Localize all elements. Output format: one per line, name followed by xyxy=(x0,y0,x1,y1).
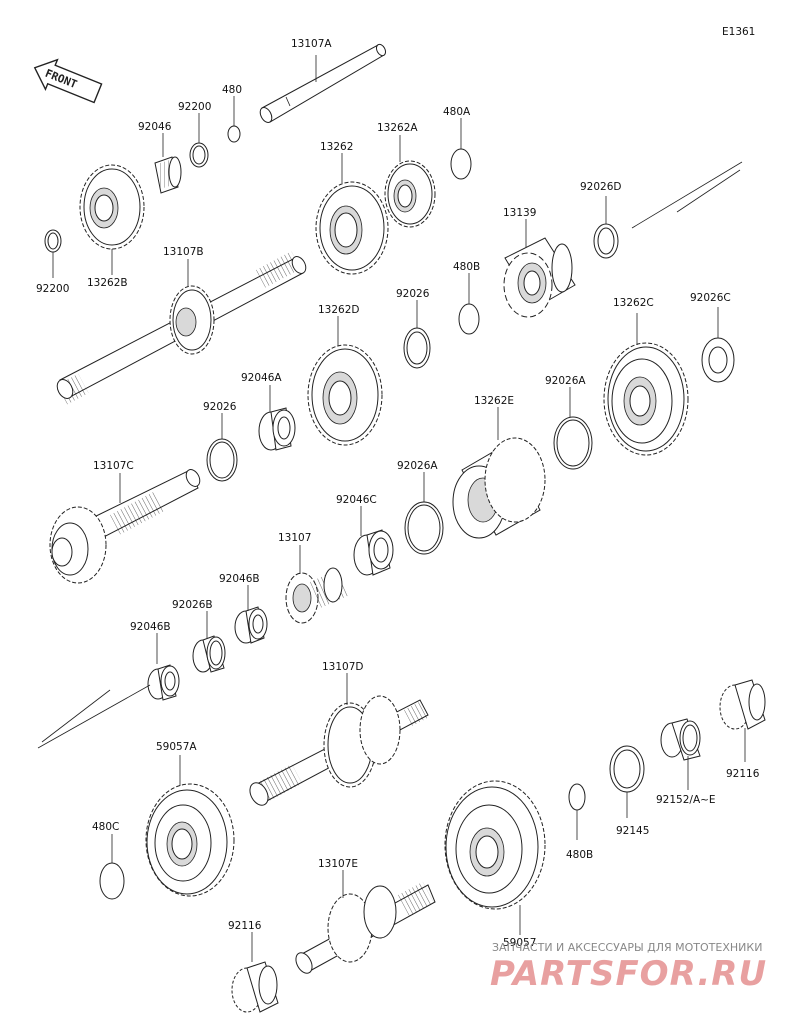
label-13107A: 13107A xyxy=(291,38,332,50)
shaft-13107A xyxy=(259,43,387,123)
washer-92200-top xyxy=(189,142,209,168)
label-92145: 92145 xyxy=(616,825,649,837)
bearing-92116-right xyxy=(719,679,766,730)
gear-13262D xyxy=(307,344,383,446)
gear-59057 xyxy=(444,780,546,910)
label-92046C: 92046C xyxy=(336,494,377,506)
circlip-480 xyxy=(227,125,241,143)
circlip-480B-top xyxy=(458,303,480,335)
label-480-top: 480 xyxy=(222,84,242,96)
part-13139 xyxy=(503,237,576,318)
circlip-480B-bottom xyxy=(568,783,586,811)
label-92026-mid: 92026 xyxy=(396,288,430,300)
shaft-13107E xyxy=(295,881,436,974)
label-13107: 13107 xyxy=(278,532,311,544)
label-92026C: 92026C xyxy=(690,292,731,304)
label-13139: 13139 xyxy=(503,207,536,219)
washer-92026-left xyxy=(206,438,238,482)
label-13262C: 13262C xyxy=(613,297,654,309)
washer-92145 xyxy=(609,745,645,793)
label-13107E: 13107E xyxy=(318,858,358,870)
watermark-brand: PARTSFOR.RU xyxy=(490,954,767,994)
washer-92026-mid xyxy=(403,327,431,369)
gear-13262B xyxy=(79,164,145,250)
shaft-13107B xyxy=(56,251,307,405)
shim-92152 xyxy=(660,718,701,761)
gear-13262E xyxy=(452,437,546,539)
label-13107B: 13107B xyxy=(163,246,204,258)
shaft-13107D xyxy=(249,695,429,806)
label-92026D: 92026D xyxy=(580,181,622,193)
circlip-480C xyxy=(99,862,125,900)
label-92152: 92152/A~E xyxy=(656,794,716,806)
washer-92200-left xyxy=(44,229,62,253)
label-13262E: 13262E xyxy=(474,395,514,407)
gear-13262C xyxy=(603,342,689,456)
bearing-92046A xyxy=(258,407,296,451)
washer-92026A-right xyxy=(553,416,593,470)
front-arrow-icon: FRONT xyxy=(33,58,103,104)
label-92026A-mid: 92026A xyxy=(397,460,438,472)
label-480A: 480A xyxy=(443,106,471,118)
gear-13262 xyxy=(315,181,389,275)
bearing-92116-bottom xyxy=(231,961,279,1013)
bearing-92046C xyxy=(353,529,394,576)
label-13262: 13262 xyxy=(320,141,353,153)
label-92116-right: 92116 xyxy=(726,768,760,780)
washer-92026D xyxy=(593,223,619,259)
label-92026A-right: 92026A xyxy=(545,375,586,387)
washer-92026A-mid xyxy=(404,501,444,555)
bearing-92046B-a xyxy=(234,606,268,644)
label-92046B-b: 92046B xyxy=(130,621,171,633)
shaft-13107C xyxy=(49,469,201,584)
label-59057: 59057 xyxy=(503,937,536,949)
gear-59057A xyxy=(145,783,235,897)
label-59057A: 59057A xyxy=(156,741,197,753)
label-92200-top: 92200 xyxy=(178,101,211,113)
sleeve-92026B xyxy=(192,635,226,673)
label-480B-top: 480B xyxy=(453,261,480,273)
part-13107 xyxy=(285,567,349,624)
label-13262D: 13262D xyxy=(318,304,360,316)
diagram-code: E1361 xyxy=(722,26,755,38)
label-92046B-a: 92046B xyxy=(219,573,260,585)
label-13107C: 13107C xyxy=(93,460,134,472)
label-13107D: 13107D xyxy=(322,661,364,673)
gear-13262A xyxy=(384,160,436,228)
label-92026B: 92026B xyxy=(172,599,213,611)
label-480C: 480C xyxy=(92,821,119,833)
bearing-92046B-b xyxy=(147,664,180,701)
label-92046A: 92046A xyxy=(241,372,282,384)
label-92116-bottom: 92116 xyxy=(228,920,262,932)
bearing-92046 xyxy=(154,156,182,194)
label-92046-top: 92046 xyxy=(138,121,172,133)
label-480B-bottom: 480B xyxy=(566,849,593,861)
label-92200-left: 92200 xyxy=(36,283,69,295)
label-13262B: 13262B xyxy=(87,277,128,289)
washer-92026C xyxy=(701,337,735,383)
label-13262A: 13262A xyxy=(377,122,418,134)
label-92026-left: 92026 xyxy=(203,401,237,413)
circlip-480A xyxy=(450,148,472,180)
watermark-tagline: ЗАПЧАСТИ И АКСЕССУАРЫ ДЛЯ МОТОТЕХНИКИ xyxy=(492,941,762,954)
